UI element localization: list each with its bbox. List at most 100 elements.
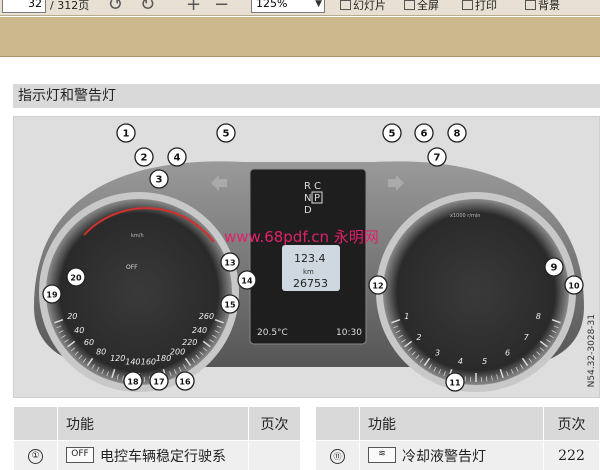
tachometer-tick xyxy=(464,376,466,382)
tachometer-tick xyxy=(551,330,557,334)
tachometer-tick xyxy=(395,330,401,334)
tachometer-tick xyxy=(553,325,559,329)
rotate-left-icon[interactable]: ↺ xyxy=(108,0,124,15)
zoom-select[interactable]: 125% ▼ xyxy=(251,0,325,13)
svg-text:11: 11 xyxy=(449,379,461,388)
speedometer-tick-label: 120 xyxy=(110,354,125,363)
speedometer-tick xyxy=(106,371,109,377)
speedometer-tick xyxy=(74,351,79,356)
tachometer-tick xyxy=(404,340,413,348)
speedometer-tick xyxy=(191,358,196,363)
speedometer-tick xyxy=(82,358,87,363)
speedometer-tick xyxy=(58,330,64,334)
speedometer-tick xyxy=(78,354,83,360)
fullscreen-button[interactable]: 全屏 xyxy=(404,0,439,13)
svg-text:5: 5 xyxy=(223,129,230,140)
speedometer-tick-label: 40 xyxy=(74,326,84,335)
tachometer-tick xyxy=(428,364,432,369)
tachometer-tick-label: 7 xyxy=(524,333,530,342)
callout-7: 7 xyxy=(427,147,447,167)
speedometer-tick xyxy=(91,364,95,369)
speedometer-tick-label: 160 xyxy=(141,358,156,367)
fullscreen-icon xyxy=(404,0,415,10)
tachometer-tick xyxy=(391,318,401,324)
clock: 10:30 xyxy=(336,328,362,338)
trip-value: 123.4 xyxy=(294,252,326,265)
row-number: ⑪ xyxy=(315,440,360,470)
page-number-input[interactable]: 32 xyxy=(2,0,46,13)
speedometer-tick xyxy=(96,366,100,372)
speedometer-tick xyxy=(86,357,94,367)
svg-text:9: 9 xyxy=(551,263,558,274)
svg-text:5: 5 xyxy=(389,129,396,140)
gear-p-box xyxy=(311,191,323,204)
row-page: 222 xyxy=(543,440,600,470)
tachometer-tick xyxy=(510,369,514,375)
svg-text:3: 3 xyxy=(156,175,163,186)
callout-11: 11 xyxy=(445,372,465,392)
page-total-label: / 312页 xyxy=(50,0,90,12)
speedometer-tick xyxy=(122,375,124,381)
tachometer-tick xyxy=(551,318,561,324)
callout-15: 15 xyxy=(220,294,240,314)
tachometer-tick xyxy=(415,354,420,360)
print-label: 打印 xyxy=(475,0,497,12)
tachometer-tick xyxy=(419,358,424,363)
figure-code: N54.32-3028-31 xyxy=(587,313,597,387)
tachometer-tick xyxy=(520,364,524,369)
speedometer-tick xyxy=(199,351,204,356)
tachometer-tick xyxy=(536,351,541,356)
outside-temperature: 20.5°C xyxy=(257,328,288,338)
gear-p: P xyxy=(314,193,320,204)
section-title: 指示灯和警告灯 xyxy=(13,84,600,108)
svg-text:14: 14 xyxy=(241,277,253,286)
header-page: 页次 xyxy=(543,406,600,441)
speedometer-tick xyxy=(202,340,211,348)
trip-readout xyxy=(282,245,340,291)
tacho-unit: x1000 r/min xyxy=(450,213,480,219)
callout-14: 14 xyxy=(237,270,257,290)
zoom-in-icon[interactable]: + xyxy=(186,0,202,15)
speedometer-tick-label: 240 xyxy=(192,326,207,335)
slideshow-button[interactable]: 幻灯片 xyxy=(340,0,386,13)
tachometer-tick xyxy=(433,366,437,372)
svg-text:8: 8 xyxy=(454,129,461,140)
speed-unit: km/h xyxy=(131,233,144,239)
speedometer-tick xyxy=(209,339,214,343)
background-button[interactable]: 背景 xyxy=(525,0,560,13)
tachometer-tick xyxy=(411,351,416,356)
svg-text:10: 10 xyxy=(568,282,580,291)
callout-5: 5 xyxy=(216,123,236,143)
svg-text:18: 18 xyxy=(127,378,139,387)
tachometer-tick xyxy=(506,371,509,377)
svg-text:2: 2 xyxy=(141,153,148,164)
svg-text:4: 4 xyxy=(174,153,181,164)
header-num-cell xyxy=(13,406,58,441)
table-header-row: 功能 页次 xyxy=(315,406,600,441)
header-page: 页次 xyxy=(248,406,301,441)
rotate-right-icon[interactable]: ↻ xyxy=(140,0,156,15)
slideshow-icon xyxy=(340,0,351,10)
callout-8: 8 xyxy=(447,123,467,143)
callout-9: 9 xyxy=(544,257,564,277)
speedometer-tick xyxy=(67,340,76,348)
callout-17: 17 xyxy=(149,371,169,391)
tachometer-tick-label: 1 xyxy=(404,312,409,321)
tachometer-tick-label: 4 xyxy=(458,357,463,366)
zoom-out-icon[interactable]: − xyxy=(214,0,230,15)
speedometer-tick xyxy=(195,354,200,360)
gear-r: R xyxy=(304,181,311,192)
print-button[interactable]: 打印 xyxy=(462,0,497,13)
tachometer-tick-label: 8 xyxy=(536,312,541,321)
tachometer-tick xyxy=(539,347,545,352)
speedometer-tick xyxy=(212,334,217,338)
tachometer-tick xyxy=(438,369,442,375)
tachometer-tick-label: 6 xyxy=(505,349,510,358)
row-text: 电控车辆稳定行驶系 xyxy=(100,448,226,465)
background-label: 背景 xyxy=(538,0,560,12)
tachometer-tick xyxy=(443,371,446,377)
table-row: ⑪ ≋冷却液警告灯 222 xyxy=(315,440,600,470)
row-text: 冷却液警告灯 xyxy=(402,448,486,465)
